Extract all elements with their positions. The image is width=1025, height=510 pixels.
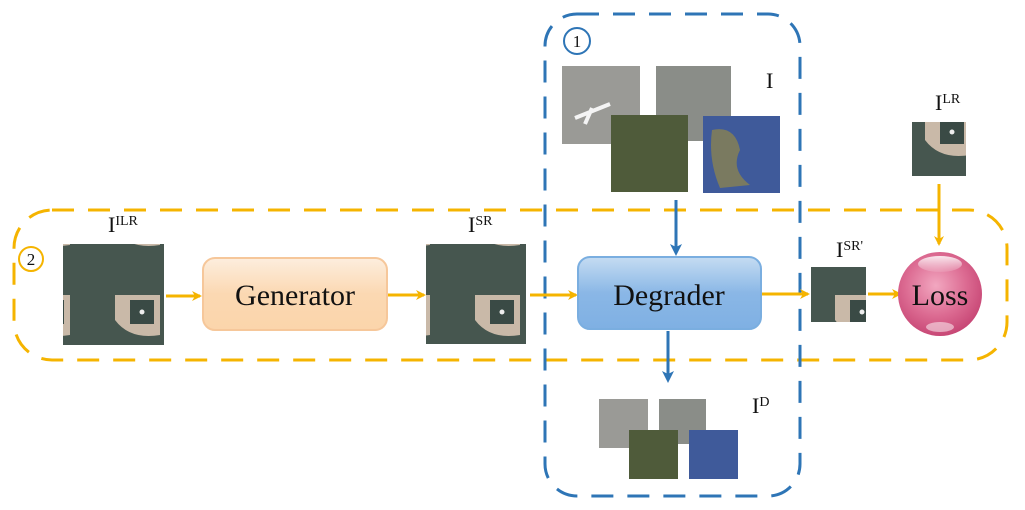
thumbnail-isr bbox=[426, 244, 526, 344]
label-ilr: IILR bbox=[108, 212, 139, 237]
image-set-degraded: ID bbox=[599, 393, 769, 479]
degrader-block[interactable]: Degrader bbox=[577, 256, 762, 330]
generator-block[interactable]: Generator bbox=[202, 257, 388, 331]
image-isr: ISR bbox=[426, 212, 526, 344]
region-1-badge bbox=[563, 27, 591, 55]
label-degraded-set: ID bbox=[752, 393, 769, 418]
region-training-loop: 2 bbox=[12, 208, 1009, 362]
image-ilr: IILR bbox=[63, 212, 164, 345]
label-lr: ILR bbox=[935, 90, 961, 115]
image-isr-prime: ISR' bbox=[811, 237, 866, 322]
region-2-badge bbox=[18, 246, 44, 272]
label-isr-prime: ISR' bbox=[836, 237, 863, 262]
loss-node[interactable]: Loss bbox=[898, 252, 982, 336]
degrader-label: Degrader bbox=[613, 279, 725, 312]
thumbnail-ilr bbox=[63, 244, 164, 345]
region-1-number: 1 bbox=[573, 32, 582, 51]
thumbnail-lr bbox=[912, 122, 966, 176]
thumbnail-isr-prime bbox=[811, 267, 866, 322]
thumbnail-farmland-degraded bbox=[629, 430, 678, 479]
image-set-hr: I bbox=[562, 66, 780, 193]
region-2-number: 2 bbox=[27, 250, 36, 269]
region-degradation: 1 bbox=[543, 12, 802, 498]
thumbnail-islands-degraded bbox=[689, 430, 738, 479]
generator-label: Generator bbox=[235, 279, 355, 312]
image-lr: ILR bbox=[912, 90, 966, 176]
label-hr-set: I bbox=[766, 68, 773, 93]
loss-label: Loss bbox=[912, 279, 969, 312]
label-isr: ISR bbox=[468, 212, 493, 237]
thumbnail-farmland bbox=[611, 115, 688, 192]
